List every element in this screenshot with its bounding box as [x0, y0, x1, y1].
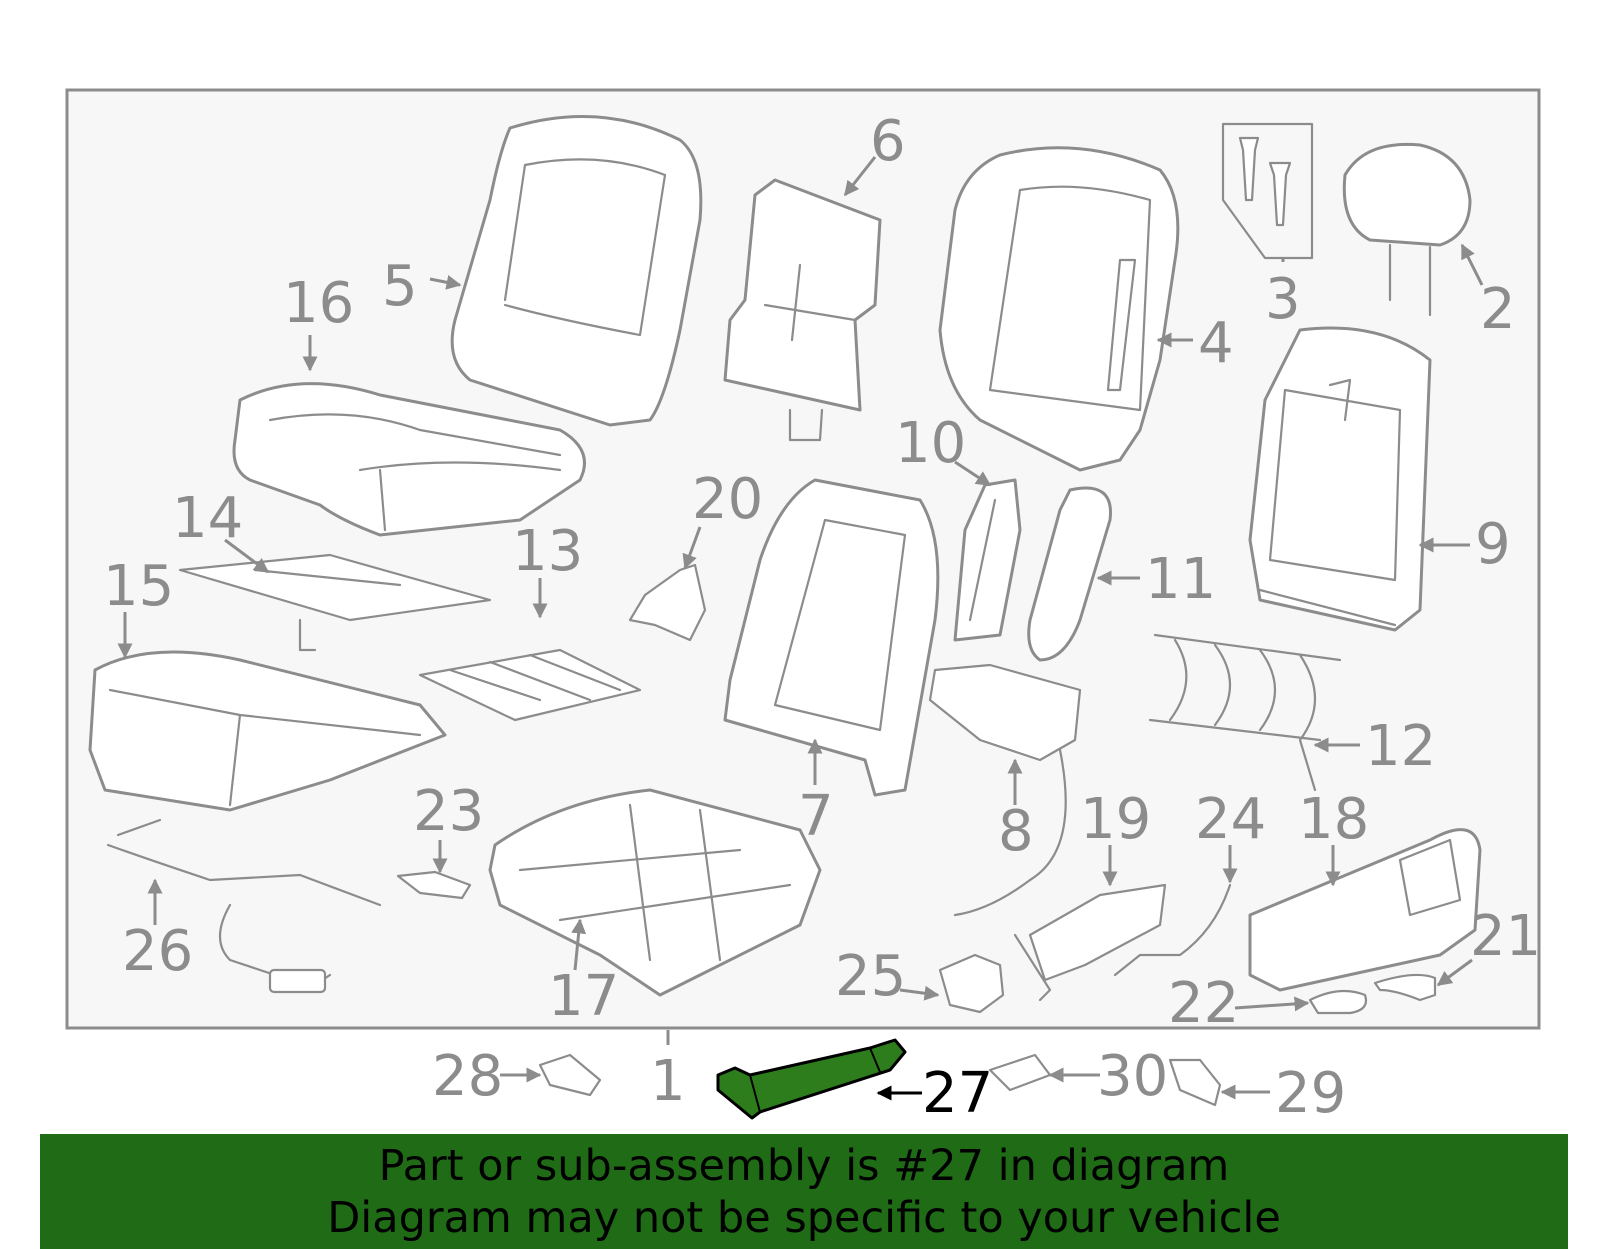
- callout-8: 8: [998, 799, 1034, 864]
- part-29-clip[interactable]: [1168, 1058, 1222, 1107]
- part-9-back-panel[interactable]: [1248, 326, 1432, 632]
- part-25-motor[interactable]: [938, 953, 1005, 1014]
- callout-20: 20: [692, 467, 763, 532]
- part-22-knob[interactable]: [1308, 989, 1368, 1015]
- part-6-pad[interactable]: [723, 178, 882, 442]
- part-8-module[interactable]: [928, 663, 1082, 917]
- part-19-bracket[interactable]: [1013, 883, 1167, 1002]
- callout-29: 29: [1275, 1061, 1346, 1126]
- callout-21: 21: [1470, 904, 1541, 969]
- callout-26: 26: [122, 919, 193, 984]
- banner-line-1: Part or sub-assembly is #27 in diagram: [378, 1140, 1230, 1191]
- part-17-seat-adjuster[interactable]: [488, 788, 822, 997]
- callout-numbers: 5 6 4 3 2 16 9 10 11 14 15 13 20 7 8 12 …: [103, 109, 1541, 1126]
- callout-10: 10: [895, 411, 966, 476]
- part-13-cushion-frame[interactable]: [418, 648, 642, 722]
- part-20-bracket[interactable]: [628, 563, 707, 642]
- part-21-knob[interactable]: [1373, 973, 1437, 1002]
- part-16-cushion-cover[interactable]: [232, 382, 586, 537]
- part-30-clip[interactable]: [988, 1053, 1052, 1092]
- callout-24: 24: [1195, 787, 1266, 852]
- callout-28: 28: [432, 1044, 503, 1109]
- part-27-highlighted[interactable]: [716, 1038, 907, 1120]
- leader-lines: [117, 156, 1484, 1101]
- callout-5: 5: [382, 254, 418, 319]
- banner-line-2: Diagram may not be specific to your vehi…: [327, 1192, 1281, 1243]
- part-2-headrest[interactable]: [1342, 142, 1472, 317]
- callout-7: 7: [798, 784, 834, 849]
- callout-18: 18: [1298, 787, 1369, 852]
- seat-parts-diagram: 5 6 4 3 2 16 9 10 11 14 15 13 20 7 8 12 …: [65, 88, 1541, 1126]
- part-24-cable[interactable]: [1113, 883, 1232, 977]
- callout-19: 19: [1080, 787, 1151, 852]
- callout-11: 11: [1145, 547, 1216, 612]
- callout-3: 3: [1265, 267, 1301, 332]
- part-15-cushion-pad[interactable]: [88, 650, 447, 812]
- callout-23: 23: [413, 779, 484, 844]
- callout-12: 12: [1365, 714, 1436, 779]
- part-5-seatback-cover[interactable]: [450, 114, 703, 427]
- part-18-side-shield[interactable]: [1248, 828, 1482, 992]
- callout-15: 15: [103, 554, 174, 619]
- part-10-bolster[interactable]: [953, 478, 1022, 642]
- callout-1: 1: [650, 1049, 686, 1114]
- part-11-side-pad[interactable]: [1027, 486, 1112, 662]
- callout-17: 17: [548, 964, 619, 1029]
- part-28-clip[interactable]: [538, 1053, 602, 1097]
- callout-9: 9: [1475, 512, 1511, 577]
- part-26-harness[interactable]: [106, 818, 382, 994]
- callout-6: 6: [870, 109, 906, 174]
- callout-25: 25: [835, 944, 906, 1009]
- part-3-headrest-guides[interactable]: [1221, 122, 1314, 260]
- info-banner: Part or sub-assembly is #27 in diagram D…: [40, 1134, 1568, 1249]
- callout-27: 27: [922, 1061, 993, 1126]
- part-12-spring[interactable]: [1148, 633, 1342, 792]
- callout-16: 16: [283, 271, 354, 336]
- part-7-back-frame[interactable]: [723, 478, 940, 797]
- callout-4: 4: [1198, 311, 1234, 376]
- callout-14: 14: [172, 486, 243, 551]
- callout-13: 13: [512, 519, 583, 584]
- part-23-trim[interactable]: [396, 870, 472, 900]
- callout-30: 30: [1097, 1044, 1168, 1109]
- callout-22: 22: [1168, 971, 1239, 1036]
- part-4-back-cover[interactable]: [938, 146, 1180, 472]
- callout-2: 2: [1480, 277, 1516, 342]
